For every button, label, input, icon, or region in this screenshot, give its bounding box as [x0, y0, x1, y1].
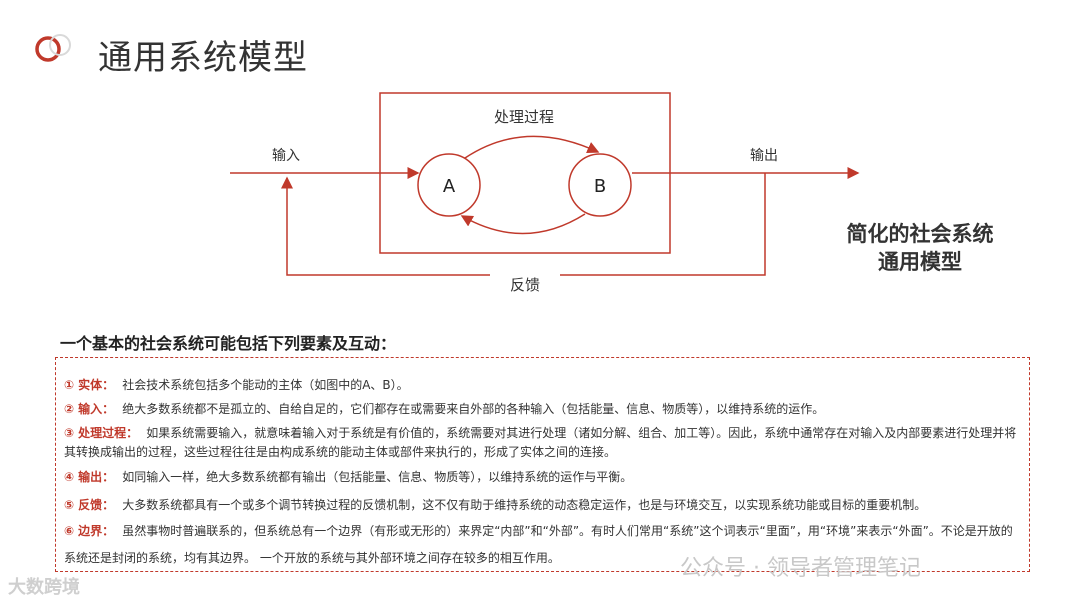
item-number: ②: [64, 402, 75, 416]
watermark-right: 公众号 · 领导者管理笔记: [680, 556, 921, 581]
process-arc-bottom: [460, 213, 586, 235]
node-b-circle: [568, 153, 632, 217]
process-arc-top: [464, 135, 600, 159]
item-text: 绝大多数系统都不是孤立的、自给自足的，它们都存在或需要来自外部的各种输入（包括能…: [122, 402, 825, 416]
item-number: ③: [64, 426, 75, 440]
side-caption-line1: 简化的社会系统: [846, 222, 994, 246]
item-number: ⑤: [64, 498, 75, 512]
item-text: 大多数系统都具有一个或多个调节转换过程的反馈机制，这不仅有助于维持系统的动态稳定…: [122, 498, 927, 512]
side-caption-line2: 通用模型: [878, 250, 962, 274]
feedback-label: 反馈: [510, 276, 540, 294]
item-number: ⑥: [64, 524, 75, 538]
node-a-circle: [417, 153, 481, 217]
elements-heading: 一个基本的社会系统可能包括下列要素及互动：: [60, 334, 397, 353]
page-title: 通用系统模型: [98, 38, 308, 78]
item-label: 输出：: [78, 470, 115, 484]
item-number: ①: [64, 378, 75, 392]
item-label: 处理过程：: [78, 426, 139, 440]
item-number: ④: [64, 470, 75, 484]
item-text: 如同输入一样，绝大多数系统都有输出（包括能量、信息、物质等），以维持系统的运作与…: [122, 470, 633, 484]
item-text: 社会技术系统包括多个能动的主体（如图中的A、B）。: [122, 378, 409, 392]
item-label: 反馈：: [78, 498, 115, 512]
feedback-loop: [281, 173, 766, 276]
node-b-label: B: [594, 176, 606, 197]
watermark-left: 大数跨境: [8, 577, 80, 598]
item-text: 虽然事物时普遍联系的，但系统总有一个边界（有形或无形的）来界定“内部”和“外部”…: [64, 524, 1013, 565]
output-label: 输出: [750, 148, 778, 164]
side-caption: 简化的社会系统 通用模型: [820, 220, 1020, 276]
item-text: 如果系统需要输入，就意味着输入对于系统是有价值的，系统需要对其进行处理（诸如分解…: [64, 426, 1017, 459]
item-label: 边界：: [78, 524, 115, 538]
system-model-diagram: A B 处理过程 输入 输出 反馈: [230, 92, 860, 294]
input-label: 输入: [272, 148, 300, 164]
node-a-label: A: [443, 176, 456, 197]
feedback-label-bg: [490, 264, 560, 286]
item-label: 输入：: [78, 402, 115, 416]
item-label: 实体：: [78, 378, 115, 392]
process-label: 处理过程: [494, 108, 554, 126]
logo-rings-icon: [35, 34, 71, 62]
